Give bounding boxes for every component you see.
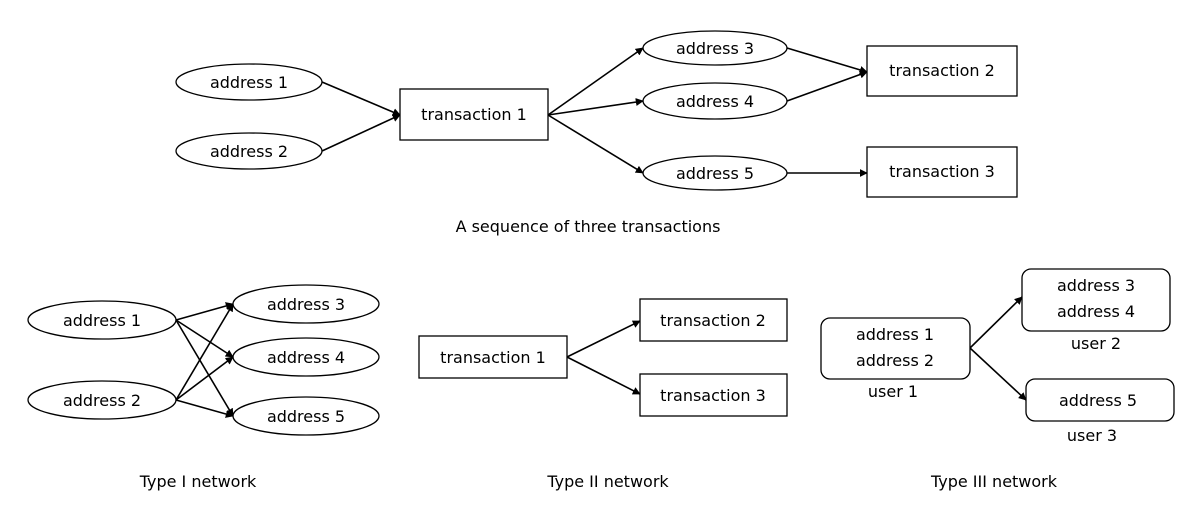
user-label: user 2: [1071, 334, 1121, 353]
edge-t2-tx1-tx2: [566, 320, 641, 358]
edge-t1-a1-a5: [175, 319, 234, 417]
caption-sequence: A sequence of three transactions: [456, 217, 721, 236]
edge-t2-tx1-tx3: [566, 356, 641, 395]
node-label: address 1: [63, 311, 141, 330]
node-label: address 3: [267, 295, 345, 314]
node-transaction-3: transaction 3: [866, 146, 1018, 198]
node-transaction-2: transaction 2: [866, 45, 1018, 97]
edge-t1-a1-a4: [175, 319, 234, 358]
node-transaction-1: transaction 1: [399, 88, 549, 141]
edge-t1-a2-a4: [175, 356, 234, 401]
cluster-address-line-2: address 4: [1057, 302, 1135, 321]
node-label: address 2: [63, 391, 141, 410]
t1-node-address-5: address 5: [232, 396, 380, 436]
node-label: address 3: [676, 39, 754, 58]
node-label: address 1: [210, 73, 288, 92]
t2-node-transaction-2: transaction 2: [639, 298, 788, 342]
node-label: address 5: [267, 407, 345, 426]
caption-type-3: Type III network: [930, 472, 1058, 491]
node-address-1: address 1: [175, 63, 323, 101]
t1-node-address-2: address 2: [27, 380, 177, 420]
caption-type-2: Type II network: [546, 472, 669, 491]
node-label: transaction 2: [660, 311, 766, 330]
user-1-cluster: address 1 address 2 user 1: [820, 317, 971, 401]
node-address-5: address 5: [642, 155, 788, 191]
edge-transaction1-address4: [547, 98, 644, 116]
cluster-address-line-2: address 2: [856, 351, 934, 370]
node-address-4: address 4: [642, 82, 788, 120]
node-label: address 2: [210, 142, 288, 161]
edge-transaction1-address5: [547, 114, 644, 174]
user-2-cluster: address 3 address 4 user 2: [1021, 268, 1171, 353]
user-label: user 3: [1067, 426, 1117, 445]
edge-address2-transaction1: [321, 114, 401, 152]
edge-address4-transaction2: [786, 70, 868, 102]
edge-t1-a2-a3: [175, 303, 234, 401]
caption-type-1: Type I network: [139, 472, 257, 491]
sequence-diagram: address 1 address 2 transaction 1 addres…: [175, 30, 1018, 236]
t2-node-transaction-3: transaction 3: [639, 373, 788, 417]
node-label: transaction 3: [889, 162, 995, 181]
t1-node-address-1: address 1: [27, 300, 177, 340]
node-label: address 4: [676, 92, 754, 111]
t1-node-address-3: address 3: [232, 284, 380, 324]
user-3-cluster: address 5 user 3: [1025, 378, 1175, 445]
edge-transaction1-address3: [547, 47, 644, 116]
type-1-network: address 1 address 2 address 3 address 4 …: [27, 284, 380, 491]
cluster-address-line-1: address 5: [1059, 391, 1137, 410]
edge-t3-user1-user2: [969, 296, 1023, 349]
user-label: user 1: [868, 382, 918, 401]
node-address-3: address 3: [642, 30, 788, 66]
node-label: transaction 3: [660, 386, 766, 405]
t2-node-transaction-1: transaction 1: [418, 335, 568, 379]
edge-address1-transaction1: [321, 81, 401, 116]
type-2-network: transaction 1 transaction 2 transaction …: [418, 298, 788, 491]
edge-address3-transaction2: [786, 47, 868, 74]
node-label: transaction 1: [421, 105, 527, 124]
t1-node-address-4: address 4: [232, 337, 380, 377]
cluster-address-line-1: address 1: [856, 325, 934, 344]
cluster-address-line-1: address 3: [1057, 276, 1135, 295]
node-label: address 5: [676, 164, 754, 183]
node-label: transaction 2: [889, 61, 995, 80]
edge-t3-user1-user3: [969, 347, 1027, 401]
node-label: transaction 1: [440, 348, 546, 367]
node-label: address 4: [267, 348, 345, 367]
type-3-network: address 1 address 2 user 1 address 3 add…: [820, 268, 1175, 491]
edge-t1-a1-a3: [175, 302, 234, 321]
edge-t1-a2-a5: [175, 399, 234, 418]
node-address-2: address 2: [175, 132, 323, 170]
